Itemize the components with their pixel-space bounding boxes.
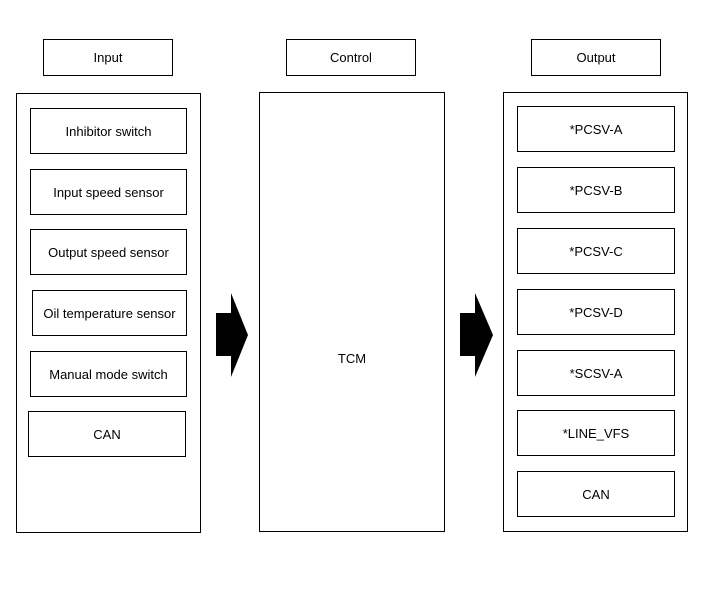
input-item: Oil temperature sensor — [32, 290, 187, 336]
input-item-label: Output speed sensor — [48, 244, 169, 260]
control-label: TCM — [337, 351, 367, 366]
output-item: *LINE_VFS — [517, 410, 675, 456]
output-item: *SCSV-A — [517, 350, 675, 396]
input-item: CAN — [28, 411, 186, 457]
input-to-control-arrow-icon — [216, 293, 248, 377]
output-item: CAN — [517, 471, 675, 517]
input-item: Output speed sensor — [30, 229, 187, 275]
output-item: *PCSV-A — [517, 106, 675, 152]
input-item: Manual mode switch — [30, 351, 187, 397]
input-item-label: Manual mode switch — [49, 366, 168, 382]
input-header-label: Input — [93, 50, 123, 65]
control-to-output-arrow-icon — [460, 293, 493, 377]
output-item-label: *SCSV-A — [569, 365, 623, 381]
input-item-label: Inhibitor switch — [65, 123, 152, 139]
input-item-label: Oil temperature sensor — [43, 305, 176, 321]
output-item-label: *PCSV-D — [569, 304, 623, 320]
control-header: Control — [286, 39, 416, 76]
input-item: Input speed sensor — [30, 169, 187, 215]
output-header: Output — [531, 39, 661, 76]
input-item: Inhibitor switch — [30, 108, 187, 154]
input-header: Input — [43, 39, 173, 76]
output-item-label: *PCSV-C — [569, 243, 623, 259]
output-item-label: *PCSV-B — [569, 182, 623, 198]
output-item: *PCSV-D — [517, 289, 675, 335]
output-item-label: CAN — [582, 486, 610, 502]
output-item: *PCSV-C — [517, 228, 675, 274]
output-header-label: Output — [576, 50, 616, 65]
input-item-label: Input speed sensor — [53, 184, 164, 200]
output-item-label: *LINE_VFS — [562, 425, 630, 441]
output-item-label: *PCSV-A — [569, 121, 623, 137]
control-panel: TCM — [259, 92, 445, 532]
input-item-label: CAN — [93, 426, 121, 442]
output-item: *PCSV-B — [517, 167, 675, 213]
control-header-label: Control — [330, 50, 372, 65]
